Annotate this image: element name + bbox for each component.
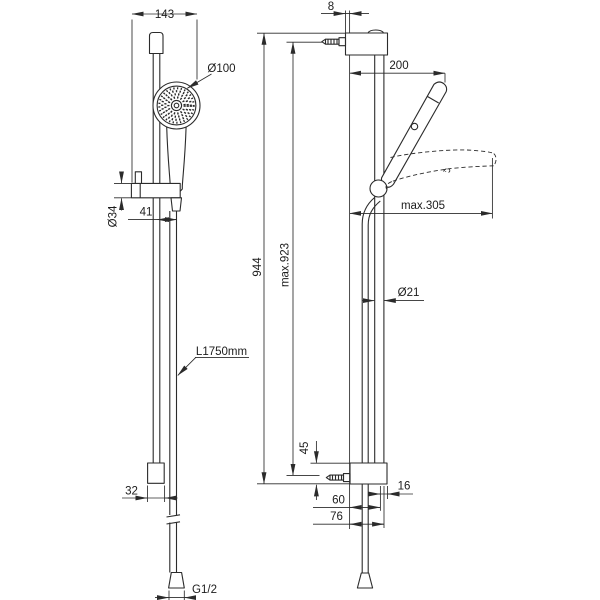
- dim-label-thread: G1/2: [192, 584, 217, 596]
- dim-32: [122, 485, 178, 502]
- dim-944: [257, 32, 350, 485]
- front-holder: [130, 171, 181, 199]
- dim-label-16: 16: [398, 481, 411, 493]
- labels: 143 Ø100 Ø34 41 L1750mm 32 G1/2 8 200 ma…: [108, 1, 446, 596]
- dim-label-hose-length: L1750mm: [196, 346, 247, 358]
- head-face-line: [427, 95, 439, 104]
- hose-break-mark: [166, 521, 181, 525]
- front-shower-head: [152, 81, 201, 130]
- dim-label-32: 32: [125, 486, 138, 498]
- dim-8: [321, 10, 369, 33]
- dim-200: [349, 70, 446, 83]
- dim-max305: [349, 158, 493, 219]
- handle-clip: [410, 122, 419, 131]
- dim-143: [131, 11, 198, 183]
- front-hose-nut: [170, 197, 183, 212]
- side-holder-knob: [369, 179, 388, 198]
- screw-icon: [321, 37, 347, 47]
- front-rail-top-cap: [148, 31, 164, 55]
- dim-34: [114, 171, 131, 211]
- side-hose-thread-cone: [356, 572, 374, 589]
- dimensions-front: [114, 11, 249, 600]
- dashed-swivel-outline: [385, 149, 497, 190]
- side-bracket-bottom: [325, 462, 388, 485]
- dim-76: [313, 486, 385, 528]
- dimensions-side: [257, 10, 493, 528]
- front-holder-pin: [134, 171, 143, 184]
- dim-label-8: 8: [328, 1, 334, 13]
- side-bracket-top: [321, 29, 389, 56]
- dim-head-diameter: [186, 73, 212, 89]
- dim-label-41: 41: [140, 207, 153, 219]
- front-hose: [166, 197, 185, 589]
- side-rail: [374, 55, 385, 463]
- dim-label-max923: max.923: [280, 243, 292, 287]
- side-hose: [356, 197, 381, 589]
- front-rail-end-cap: [147, 462, 165, 484]
- dim-label-34: Ø34: [108, 205, 120, 227]
- dim-16: [368, 486, 413, 511]
- bracket-top-bump: [367, 29, 384, 34]
- hose-break-mark: [166, 514, 181, 518]
- dim-label-200: 200: [389, 60, 408, 72]
- front-view: [130, 31, 201, 589]
- dim-thread: [155, 590, 197, 600]
- dim-label-21: Ø21: [398, 287, 420, 299]
- dim-label-76: 76: [330, 511, 343, 523]
- side-hand-shower: [380, 81, 448, 188]
- dim-label-45: 45: [299, 442, 311, 455]
- front-hose-thread-cone: [168, 571, 185, 589]
- dim-label-60: 60: [332, 494, 345, 506]
- side-view: [321, 10, 497, 589]
- dim-label-944: 944: [252, 257, 264, 277]
- dim-label-max305: max.305: [401, 200, 445, 212]
- dim-max923: [286, 41, 322, 476]
- dim-label-head-diameter: Ø100: [207, 63, 235, 75]
- dim-hose-length-leader: [177, 356, 249, 376]
- dim-label-143: 143: [155, 9, 174, 21]
- screw-icon: [325, 473, 351, 483]
- dim-45: [310, 441, 350, 500]
